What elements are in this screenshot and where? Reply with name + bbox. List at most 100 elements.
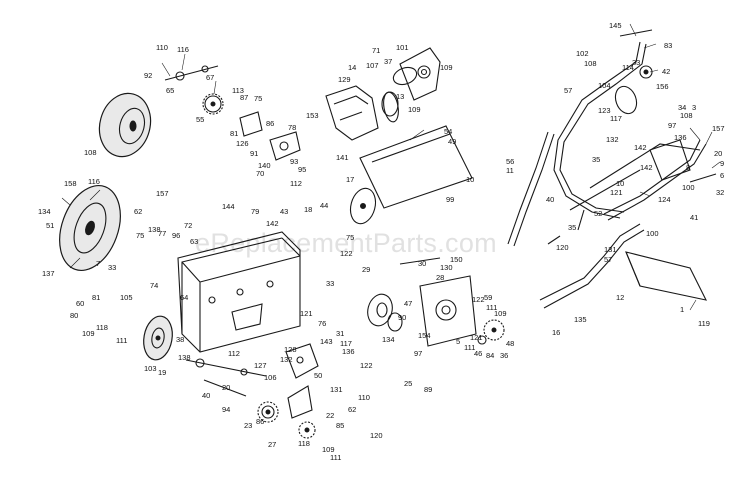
callout: 112	[228, 349, 240, 358]
callout: 134	[38, 207, 51, 216]
drive-belt	[383, 91, 399, 123]
callout: 80	[70, 311, 78, 320]
callout: 13	[396, 92, 404, 101]
control-rod	[569, 143, 701, 211]
callout: 116	[88, 177, 100, 186]
callout: 14	[348, 63, 356, 72]
callout: 110	[156, 43, 168, 52]
callout: 100	[646, 229, 659, 238]
callout: 113	[232, 86, 244, 95]
callout: 74	[150, 281, 158, 290]
callout: 117	[340, 339, 352, 348]
callout: 135	[574, 315, 587, 324]
callout: 137	[42, 269, 55, 278]
callout: 122	[360, 361, 373, 370]
left-hub	[85, 220, 95, 236]
callout: 121	[470, 333, 483, 342]
callout: 77	[158, 229, 166, 238]
callout: 106	[264, 373, 277, 382]
right-housing-plate	[399, 257, 477, 347]
auger-pulley	[367, 293, 403, 332]
callout: 158	[64, 179, 77, 188]
callout: 142	[266, 219, 279, 228]
callout: 67	[206, 73, 214, 82]
main-frame	[177, 231, 301, 353]
callout: 36	[500, 351, 508, 360]
drive-gear	[202, 93, 224, 115]
left-bolt-parts	[547, 209, 585, 245]
callout: 111	[330, 453, 341, 462]
callout: 150	[450, 255, 463, 264]
callout: 118	[298, 439, 310, 448]
callout: 97	[668, 121, 676, 130]
axle-shaft	[164, 65, 219, 81]
callout: 7	[96, 259, 100, 268]
callout: 70	[256, 169, 264, 178]
callout: 3	[692, 103, 696, 112]
callout: 20	[714, 149, 722, 158]
callout: 108	[84, 148, 97, 157]
impeller-disc	[349, 187, 377, 225]
callout: 29	[362, 265, 370, 274]
callout: 108	[584, 59, 597, 68]
upper-hub	[129, 120, 137, 132]
upper-rim	[118, 107, 146, 145]
upper-tire	[98, 92, 152, 158]
callout: 103	[144, 364, 157, 373]
callout: 25	[404, 379, 412, 388]
center-bracket	[285, 343, 319, 419]
callout: 142	[634, 143, 647, 152]
callout: 140	[258, 161, 271, 170]
callout: 132	[280, 355, 293, 364]
callout: 34	[678, 103, 686, 112]
callout: 75	[346, 233, 354, 242]
callout: 40	[546, 195, 554, 204]
callout: 138	[148, 225, 161, 234]
callout: 43	[280, 207, 288, 216]
handle-knob	[614, 65, 653, 115]
callout: 51	[46, 221, 54, 230]
callout: 104	[598, 81, 611, 90]
callout: 120	[556, 243, 569, 252]
callout: 22	[326, 411, 334, 420]
callout: 71	[372, 46, 380, 55]
callout: 136	[674, 133, 687, 142]
callout: 54	[444, 127, 452, 136]
callout: 89	[424, 385, 432, 394]
callout: 111	[486, 303, 497, 312]
callout: 59	[484, 293, 492, 302]
upper-handle	[553, 29, 653, 219]
callout: 138	[178, 353, 191, 362]
callout: 83	[664, 41, 672, 50]
callout: 123	[598, 106, 611, 115]
callout: 12	[616, 293, 624, 302]
callout: 94	[222, 405, 230, 414]
callout: 33	[632, 58, 640, 67]
callout: 111	[116, 336, 127, 345]
callout: 87	[240, 93, 248, 102]
watermark-text: eReplacementParts.com	[195, 228, 497, 258]
callout-labels: 145 83 102 108 42 104 114 33 156 123 117…	[38, 21, 725, 462]
callout: 49	[448, 137, 456, 146]
callout: 19	[158, 368, 166, 377]
lower-shaft	[185, 358, 267, 397]
callout: 10	[616, 179, 624, 188]
callout: 27	[268, 440, 276, 449]
callout: 57	[604, 255, 612, 264]
callout: 17	[346, 175, 354, 184]
callout: 145	[609, 21, 622, 30]
callout: 57	[564, 86, 572, 95]
callout: 128	[284, 345, 297, 354]
callout: 52	[594, 209, 602, 218]
callout: 111	[464, 343, 475, 352]
callout: 6	[720, 171, 724, 180]
callout: 105	[120, 293, 133, 302]
callout: 142	[640, 163, 653, 172]
callout: 144	[222, 202, 235, 211]
callout: 127	[254, 361, 267, 370]
callout: 156	[656, 82, 669, 91]
callout: 107	[366, 61, 379, 70]
callout: 109	[494, 309, 507, 318]
callout: 102	[576, 49, 589, 58]
upper-wheel-assembly	[98, 92, 152, 158]
